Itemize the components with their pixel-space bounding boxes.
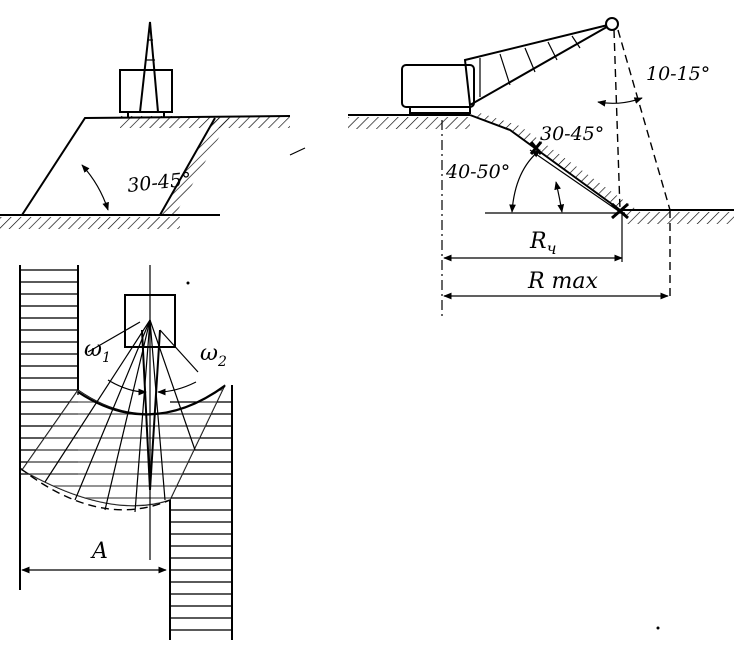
omega1-arrow	[107, 379, 147, 396]
excavator-cab-right	[401, 64, 475, 108]
plan-view-diagram: ω1 ω2 A	[19, 265, 660, 640]
bank-angle-arc	[554, 181, 565, 213]
lattice-boom	[463, 23, 613, 107]
wall-angle-label: 40-50°	[445, 161, 510, 183]
boom-angle-label: 10-15°	[646, 63, 710, 85]
excavator-cab-left	[119, 69, 173, 113]
radius-work-label: Rч	[529, 229, 557, 258]
trench-slope-hatch	[470, 113, 640, 212]
swing-arc	[77, 385, 226, 416]
slope-angle-arc	[81, 164, 109, 211]
embankment-outline	[21, 115, 291, 216]
boom-vertical	[139, 21, 159, 113]
distance-a-label: A	[90, 539, 108, 564]
ground-hatch-left	[0, 217, 180, 229]
omega2-arrow	[157, 381, 197, 396]
trench-diagram: 10-15° 40-50° 30-45° Rч R max	[348, 17, 734, 318]
omega2-label: ω2	[200, 341, 227, 370]
omega1-label: ω1	[84, 337, 111, 366]
swept-area	[21, 384, 226, 507]
bank-angle-label: 30-45°	[540, 123, 604, 145]
outer-swing-arc	[19, 467, 171, 511]
vertical-dash	[613, 29, 621, 211]
ground-hatch-upper	[348, 117, 470, 129]
wall-angle-arc	[509, 149, 541, 213]
ground-hatch-lower	[625, 212, 734, 224]
boom-pulley	[605, 17, 619, 31]
max-reach-dash	[617, 29, 671, 211]
embankment-diagram: 30-45°	[0, 21, 306, 229]
radius-max-label: R max	[527, 269, 599, 294]
embankment-top-hatch	[120, 116, 290, 128]
boom-angle-arc	[597, 97, 643, 107]
embankment-right-hatch	[160, 118, 230, 215]
